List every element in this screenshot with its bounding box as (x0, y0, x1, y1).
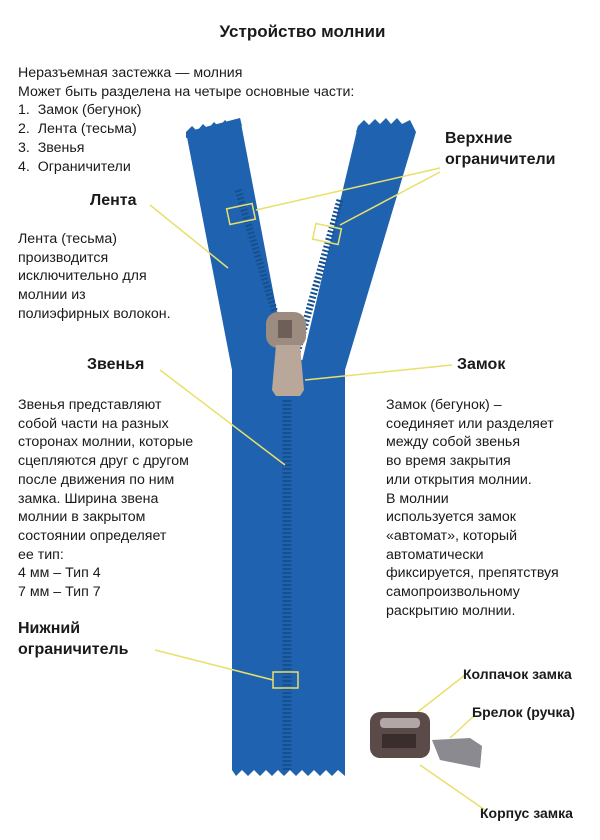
intro-line-2: Может быть разделена на четыре основные … (18, 83, 355, 100)
part-item: 1. Замок (бегунок) (18, 102, 142, 119)
left-teeth (234, 188, 293, 362)
slider-detail (370, 712, 482, 768)
label-top-stops: Верхние ограничители (445, 130, 556, 168)
label-slider-cap: Колпачок замка (463, 666, 572, 682)
left-tape-serrated-top (186, 118, 242, 138)
part-item: 4. Ограничители (18, 158, 131, 175)
label-pull-tab: Брелок (ручка) (472, 704, 575, 720)
right-tape-serrated-top (356, 118, 416, 132)
intro-line-1: Неразъемная застежка — молния (18, 65, 243, 81)
part-item: 2. Лента (тесьма) (18, 121, 137, 138)
tape-description: Лента (тесьма) производится исключительн… (18, 231, 171, 322)
label-tape: Лента (90, 192, 137, 209)
top-stop-marker (311, 222, 343, 246)
slider (266, 312, 306, 396)
part-item: 3. Звенья (18, 139, 85, 156)
teeth-description: Звенья представляют собой части на разны… (18, 397, 194, 601)
slider-description: Замок (бегунок) – соединяет или разделяе… (386, 397, 559, 619)
label-teeth: Звенья (87, 356, 145, 373)
page-title: Устройство молнии (219, 22, 386, 41)
leader-lines (149, 167, 486, 811)
label-slider-body: Корпус замка (480, 805, 573, 821)
top-stop-marker (225, 202, 257, 226)
label-slider: Замок (457, 356, 506, 373)
label-bottom-stop: Нижний ограничитель (18, 620, 129, 658)
